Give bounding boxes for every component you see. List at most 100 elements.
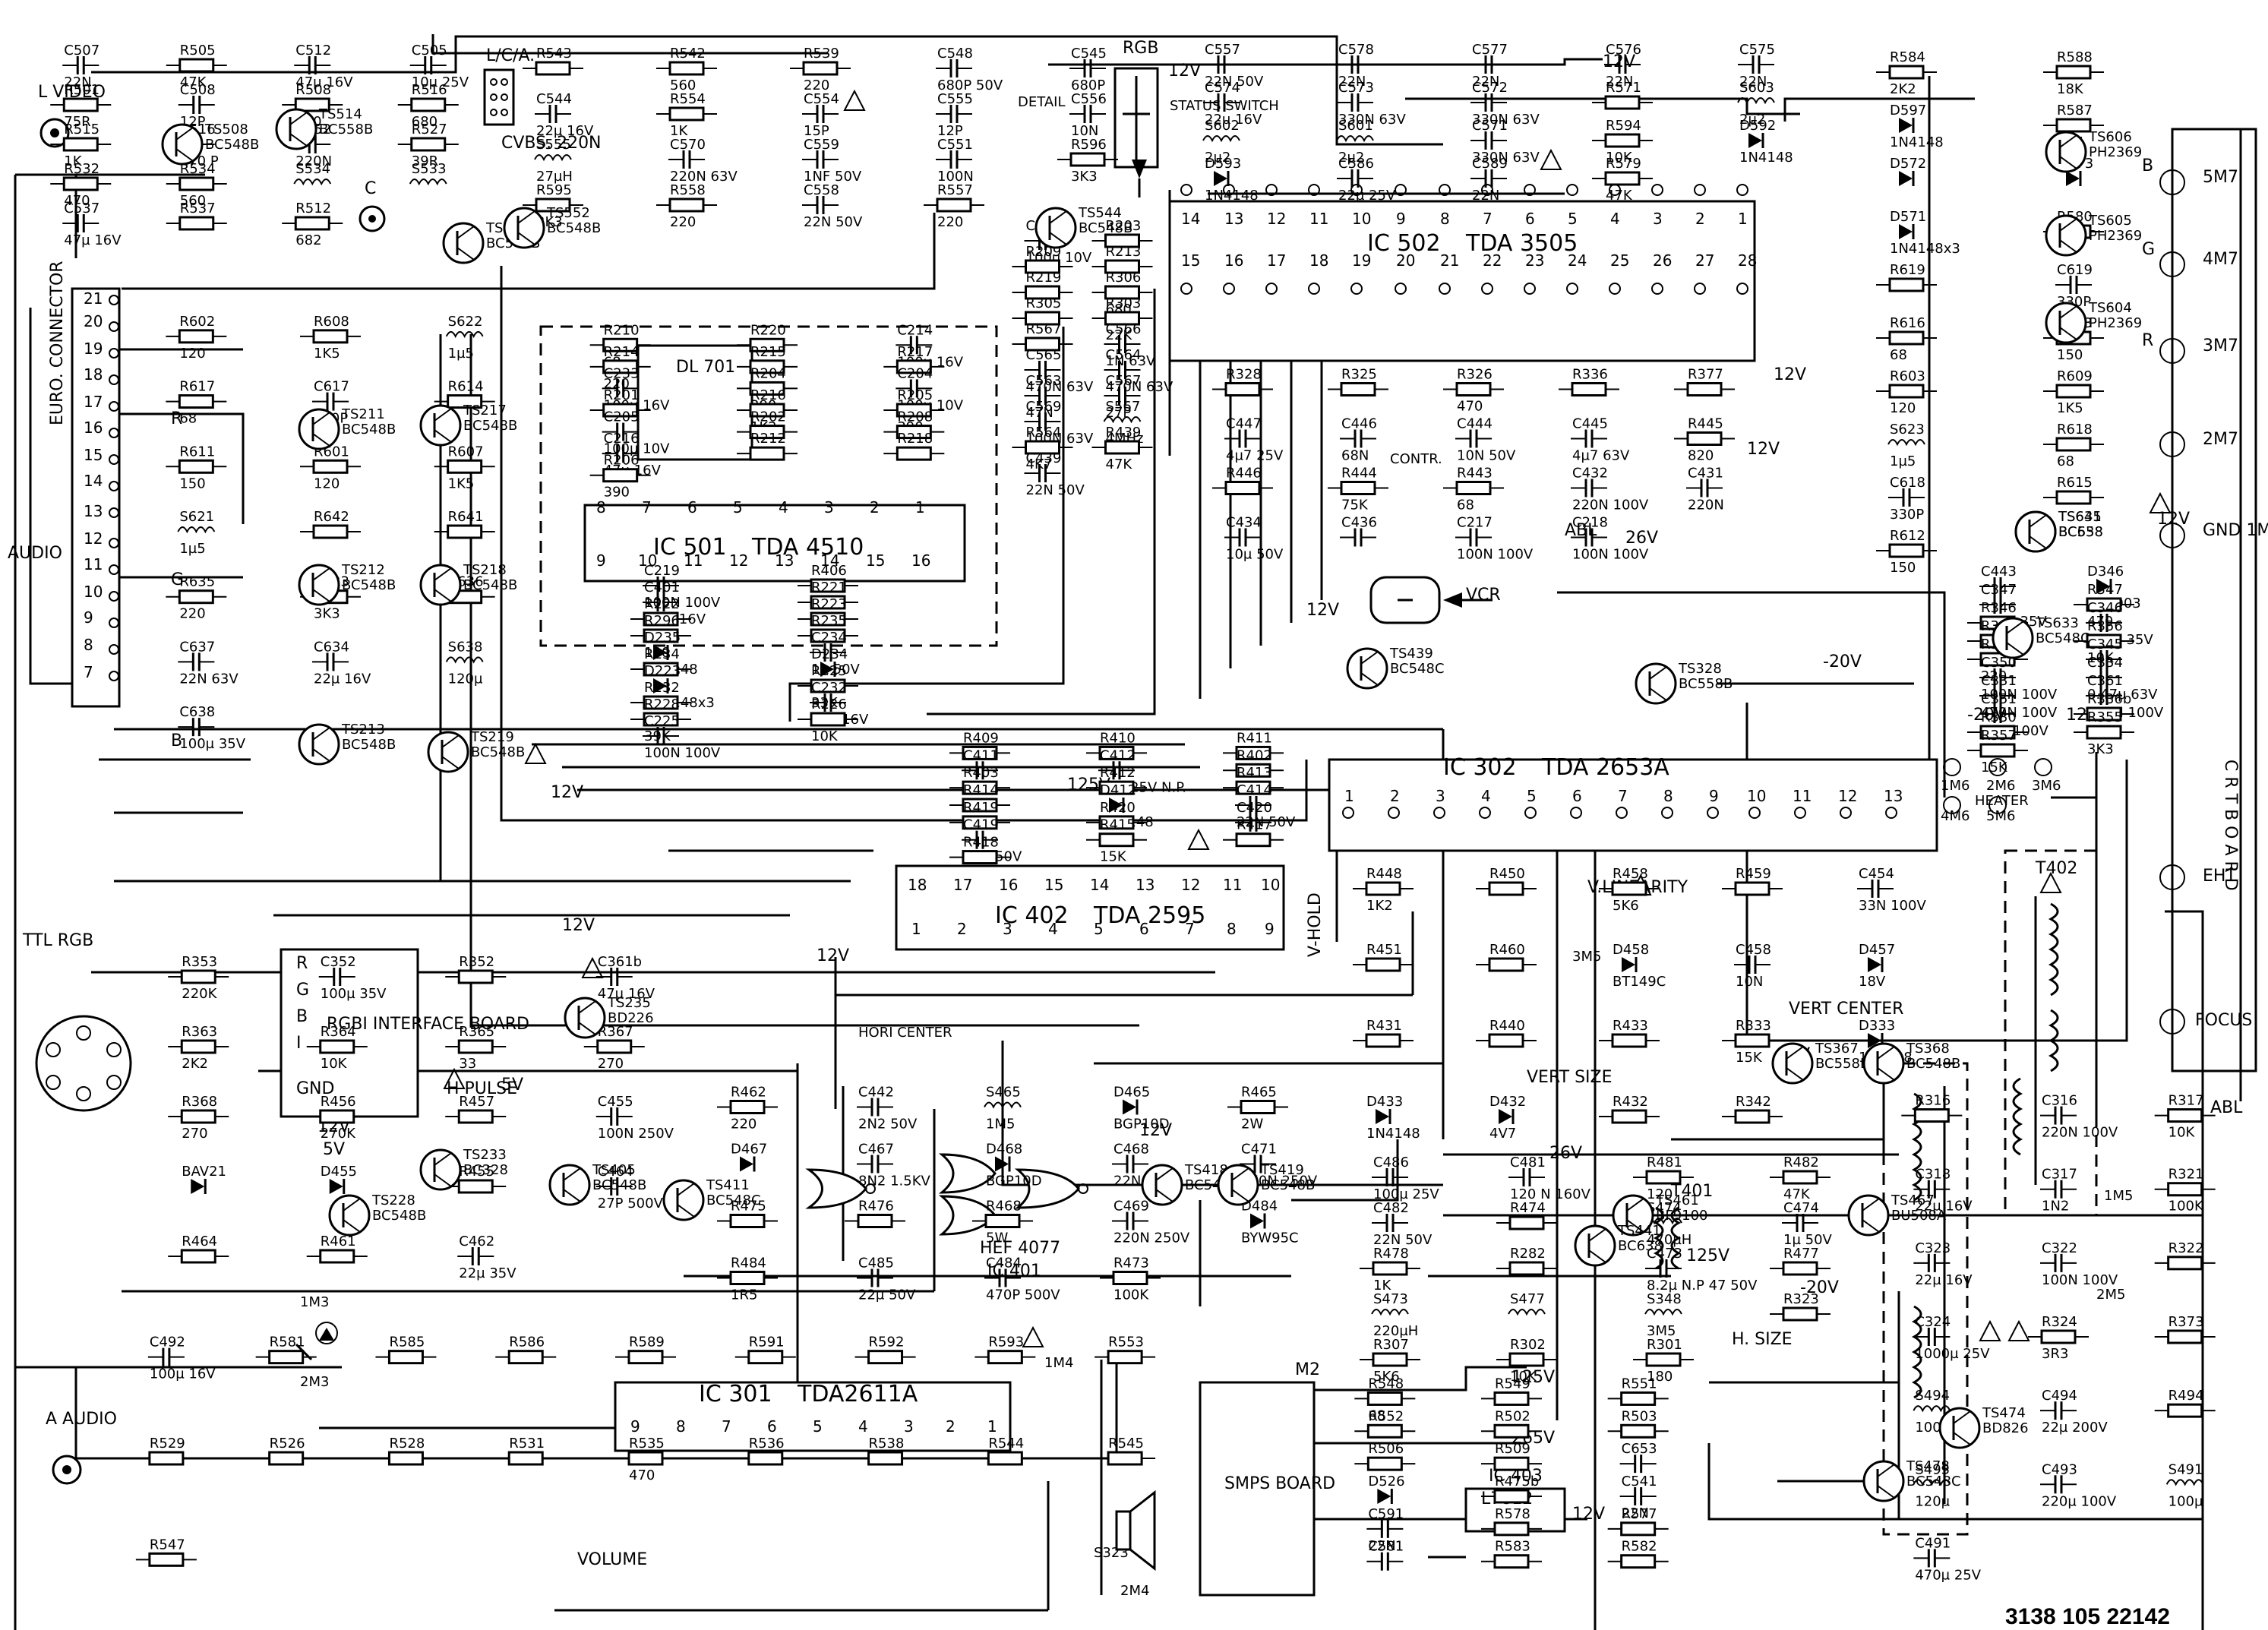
component-ref: R537	[180, 201, 216, 216]
component-ref: D465	[1113, 1085, 1150, 1101]
smps-board[interactable]: SMPS BOARD M2	[1199, 1360, 1335, 1597]
component-value: 1R5	[731, 1287, 757, 1303]
component-ref: R305	[1026, 295, 1062, 311]
component-value: 560	[180, 193, 206, 209]
svg-text:4: 4	[779, 498, 788, 516]
component-ref: R413	[1237, 765, 1272, 781]
transistor-type: BC548B	[205, 137, 259, 153]
component-ref: R552	[1368, 1408, 1404, 1424]
component-value: 22µ 16V	[1915, 1272, 1973, 1288]
component-ref: R532	[64, 161, 100, 177]
svg-text:4: 4	[858, 1417, 868, 1436]
component-r215: R215	[737, 344, 798, 374]
component-value: 100N 100V	[1457, 547, 1534, 563]
transistor-type: BU508A	[1891, 1208, 1947, 1224]
component-r547: R547	[135, 1537, 197, 1567]
component-ref: C352	[321, 954, 356, 970]
label-12v-ts235: 12V	[562, 916, 595, 935]
component-ref: R578	[1495, 1506, 1530, 1522]
component-r474: R474	[1496, 1200, 1557, 1230]
component-value: 1N4148	[1366, 1126, 1420, 1142]
transistor-type: BC548B	[1079, 220, 1132, 236]
c-input[interactable]: C	[359, 179, 386, 232]
component-r223: R223100	[798, 596, 858, 644]
svg-text:6: 6	[687, 498, 697, 516]
component-value: 330N 63V	[1472, 150, 1540, 166]
svg-text:2: 2	[1390, 787, 1400, 805]
component-r213: R213	[1091, 244, 1153, 274]
component-ref: C219	[644, 563, 680, 579]
component-ref: R584	[1890, 49, 1925, 65]
component-ref: R326	[1457, 367, 1493, 383]
component-ref: R302	[1510, 1337, 1546, 1353]
component-ref: C316	[2042, 1093, 2077, 1109]
component-value: 1NF 50V	[804, 169, 862, 185]
component-value: 47K	[1783, 1186, 1811, 1202]
component-ref: D455	[321, 1164, 357, 1180]
vcr-connector[interactable]	[1369, 576, 1493, 624]
t402-label: T402	[2035, 859, 2077, 878]
ic401[interactable]: HEF 4077 IC 401	[805, 1153, 1088, 1281]
component-value: 100µ 10V	[604, 441, 670, 457]
component-value: 75R	[64, 114, 90, 130]
component-c581: C581	[1366, 1539, 1404, 1571]
component-r450: R450	[1476, 866, 1537, 896]
component-ref: R462	[731, 1085, 766, 1101]
svg-text:16: 16	[999, 876, 1018, 894]
transistor-type: PH2369	[2089, 144, 2142, 160]
component-value: 100µ 35V	[321, 986, 387, 1002]
component-ref: R548	[1368, 1376, 1404, 1392]
a-audio-input[interactable]: A AUDIO	[46, 1410, 117, 1485]
component-ref: R617	[179, 379, 215, 395]
crt-board[interactable]: C R T B O A R D 5M7 4M7 3M7 2M7 GND 1M7 …	[2142, 128, 2268, 1072]
l-video-input[interactable]: L VIDEO	[38, 83, 106, 148]
component-r410: R410	[1086, 730, 1147, 760]
t402-transformer[interactable]: T402	[2004, 849, 2098, 1217]
component-ref: C442	[858, 1085, 894, 1101]
svg-text:20: 20	[1396, 251, 1415, 270]
svg-text:1: 1	[1738, 210, 1748, 228]
ic501-chip: TDA 4510	[751, 534, 864, 561]
component-ref: R365	[459, 1024, 494, 1040]
component-value: 1N2	[2042, 1199, 2069, 1215]
conn-2m7: 2M7	[2203, 430, 2238, 449]
t401-transformer[interactable]: T401	[1653, 1182, 1713, 1270]
component-value: 22N 50V	[1205, 74, 1264, 90]
component-ref: C323	[1915, 1240, 1951, 1256]
svg-text:18: 18	[1309, 251, 1328, 270]
component-ref: C432	[1572, 466, 1608, 482]
component-ref: R531	[509, 1436, 545, 1452]
component-r234: R234	[630, 646, 691, 677]
lca-switch[interactable]: L/C/A. CVBS. 220N	[483, 46, 602, 153]
component-value: 100N	[937, 169, 974, 185]
component-value: 68	[1890, 347, 1907, 363]
audio-label: AUDIO	[8, 544, 62, 563]
component-c345: C345	[2086, 637, 2123, 668]
component-ref: R542	[670, 46, 706, 62]
